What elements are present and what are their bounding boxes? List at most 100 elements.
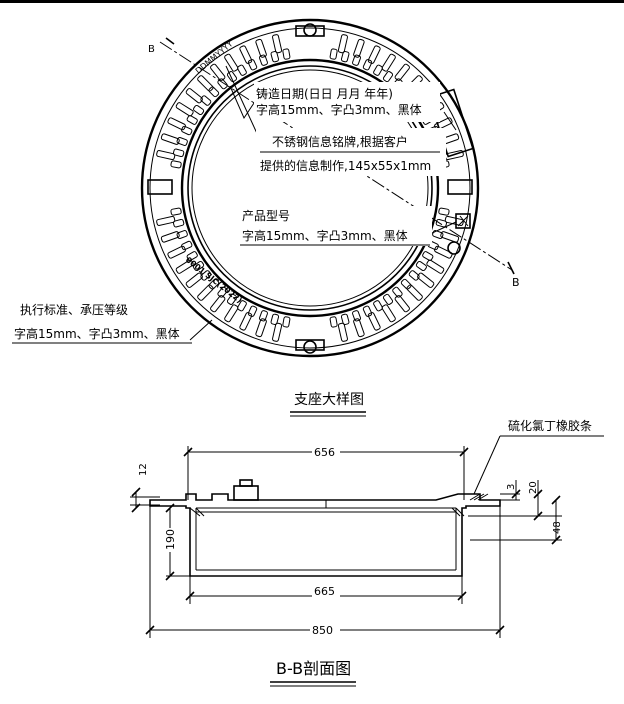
dim-12: 12 (138, 463, 149, 476)
rib-slot (362, 305, 373, 317)
rib-slot (185, 88, 203, 104)
rubber-hatch (469, 493, 489, 501)
rib-slot (156, 150, 176, 161)
bolt-hole-bottom (303, 340, 317, 354)
rib-slot (226, 293, 238, 305)
rib-slot (381, 304, 396, 323)
section-body (149, 493, 501, 577)
rib-slot (394, 63, 410, 81)
lift-boss (233, 485, 259, 501)
lug-left (147, 179, 173, 195)
rib-slot (340, 313, 350, 326)
rib-slot (340, 50, 350, 63)
rib-slot (259, 310, 268, 322)
lug-bottom (295, 339, 325, 351)
lug-right (447, 179, 473, 195)
rib-slot (197, 284, 214, 301)
rib-slot (444, 215, 464, 226)
logo-mark-inner (457, 215, 469, 227)
section-view: 硫化氯丁橡胶条 656 12 190 (130, 418, 604, 687)
rib-slot (392, 286, 403, 298)
section-arrow-bottom (507, 261, 515, 275)
rib-slot (237, 64, 247, 76)
section-title: B-B剖面图 (276, 659, 351, 678)
rib-slot (170, 207, 182, 216)
nameplate (428, 88, 474, 158)
rib-slot (417, 272, 435, 288)
annot-nameplate-1: 不锈钢信息铭牌,根据客户 (272, 134, 408, 149)
dim-ticks-850 (145, 625, 505, 635)
rib-slot (170, 160, 182, 169)
dim-ticks-656 (183, 447, 469, 457)
dim-665: 665 (314, 585, 335, 598)
annot-bg-3 (236, 206, 432, 246)
rib-slot (172, 218, 185, 228)
plan-view: DDMMYYYY 0001 SJC(2022) B B 铸造日期(日日 月月 年… (12, 18, 520, 417)
outer-rim (140, 18, 480, 358)
rib-slot (435, 218, 448, 228)
dim-ticks-665 (185, 591, 467, 601)
rib-slot (259, 54, 268, 66)
leader-standard (189, 319, 213, 341)
rib-slot (337, 322, 348, 342)
rib-slot (176, 137, 188, 146)
rib-slot (224, 304, 239, 323)
opening-ring (187, 65, 433, 311)
rib-slot (382, 71, 394, 83)
annot-standard-1: 执行标准、承压等级 (20, 303, 128, 317)
rib-slot (353, 38, 365, 58)
rib-slot (247, 59, 258, 71)
rib-slot (422, 251, 434, 261)
rib-slot (438, 207, 450, 216)
rib-slot (167, 245, 186, 259)
annot-model-1: 产品型号 (242, 209, 290, 223)
dim-bg-850 (310, 622, 340, 636)
dim-20: 20 (528, 481, 539, 494)
section-arrow-top (165, 37, 175, 45)
rib-slot (237, 300, 247, 312)
annot-model-2: 字高15mm、字凸3mm、黑体 (242, 228, 408, 243)
rib-slot (434, 245, 453, 259)
rib-slot (270, 50, 280, 63)
dim-bg-190 (162, 528, 178, 552)
dim-656: 656 (314, 446, 335, 459)
annot-nameplate-2: 提供的信息制作,145x55x1mm (260, 158, 431, 173)
rib-slot (210, 63, 226, 81)
bolt-hole-right (447, 241, 461, 255)
rib-slot (186, 251, 198, 261)
rib-slot (282, 316, 291, 328)
rib-slot (197, 75, 214, 92)
rib-slot (406, 284, 423, 301)
rib-slot (373, 64, 383, 76)
rib-slot (352, 54, 361, 66)
rib-slot (181, 125, 193, 136)
rib-slot (200, 95, 212, 106)
rib-slot (426, 259, 445, 274)
rib-slot (239, 312, 253, 331)
rib-slot (175, 259, 194, 274)
annot-bg-1 (254, 82, 440, 122)
rib-slot (176, 230, 188, 239)
rib-slot (432, 230, 444, 239)
annot-standard-2: 字高15mm、字凸3mm、黑体 (14, 326, 180, 341)
top-border-line (0, 0, 624, 3)
rib-slot (217, 286, 228, 298)
rib-slot (282, 48, 291, 60)
rib-slot (329, 48, 338, 60)
rib-slot (382, 293, 394, 305)
rib-slot (224, 53, 239, 72)
rib-slot (247, 305, 258, 317)
rib-slot (415, 260, 427, 272)
rib-slot (160, 231, 180, 243)
dim-bg-656 (312, 444, 340, 458)
rib-slot (367, 312, 381, 331)
rib-slot (362, 59, 373, 71)
bolt-hole-top (303, 23, 317, 37)
leader-model (429, 221, 457, 235)
rib-slot (208, 86, 220, 98)
rib-slot (352, 310, 361, 322)
rib-slot (400, 278, 412, 290)
rib-slot (167, 117, 186, 131)
dim-850: 850 (312, 624, 333, 637)
